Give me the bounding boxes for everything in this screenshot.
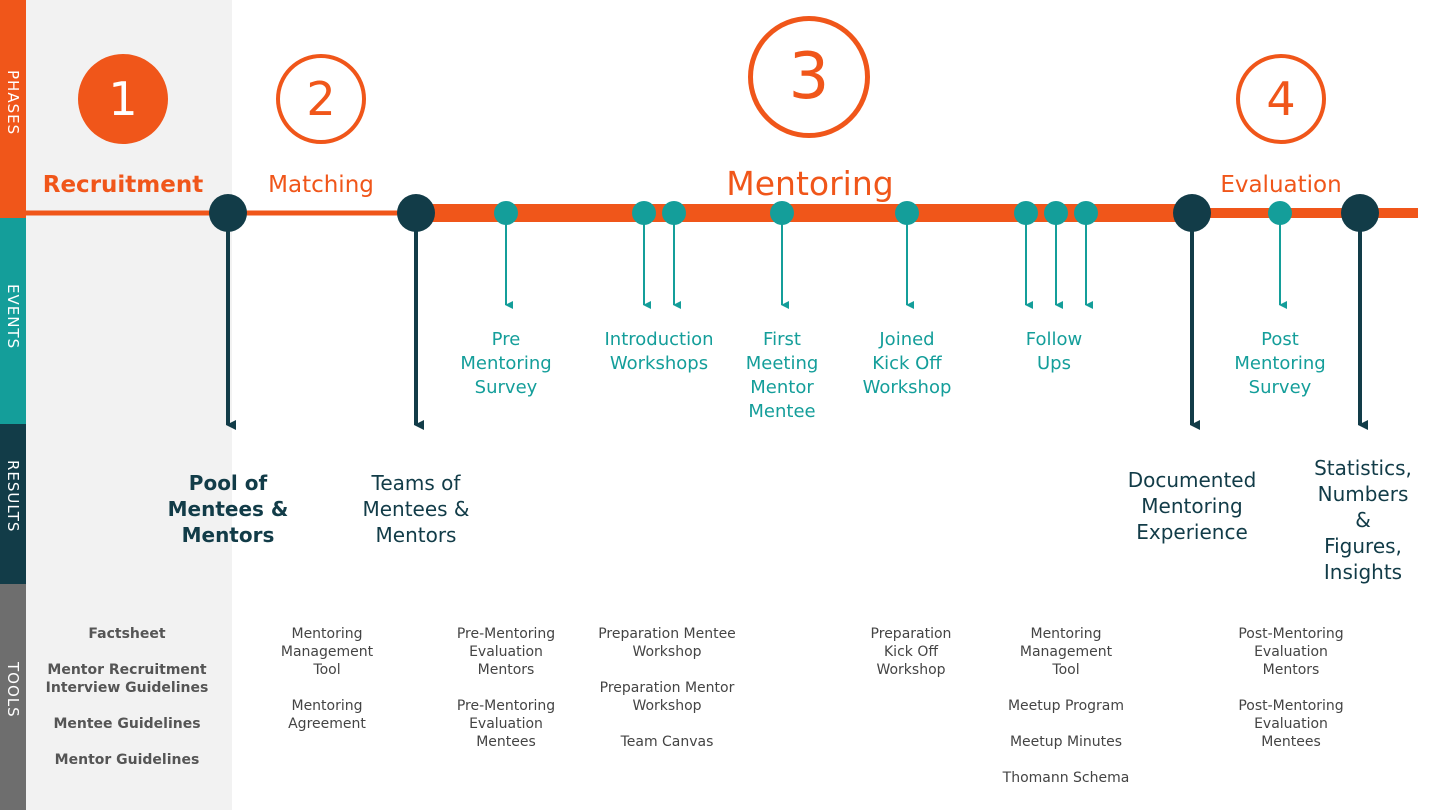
event-dot — [1014, 201, 1038, 225]
tool-item: Pre-Mentoring Evaluation Mentees — [456, 698, 556, 750]
phase-3-circle: 3 — [748, 16, 870, 138]
milestone-dot — [397, 194, 435, 232]
event-dot — [494, 201, 518, 225]
event-dot — [1268, 201, 1292, 225]
event-label-pre-mentoring-survey: Pre Mentoring Survey — [460, 329, 552, 398]
event-dot — [1074, 201, 1098, 225]
event-label-post-mentoring-survey: Post Mentoring Survey — [1234, 329, 1326, 398]
event-arrows — [505, 213, 1287, 309]
result-label-teams: Teams of Mentees & Mentors — [362, 471, 470, 547]
tool-item: Meetup Minutes — [1009, 734, 1123, 750]
phase-4-label: Evaluation — [1220, 172, 1342, 198]
event-dot — [1044, 201, 1068, 225]
tool-item: Post-Mentoring Evaluation Mentees — [1238, 698, 1344, 750]
tool-item: Meetup Program — [1007, 698, 1125, 714]
result-label-pool: Pool of Mentees & Mentors — [167, 471, 289, 547]
event-dot — [632, 201, 656, 225]
event-label-kick-off-workshop: Joined Kick Off Workshop — [862, 329, 952, 398]
phase-3-number: 3 — [788, 40, 830, 114]
event-label-introduction-workshops: Introduction Workshops — [604, 329, 714, 374]
phase-1-number: 1 — [108, 72, 138, 126]
band-results: RESULTS — [0, 424, 26, 584]
tool-item: Thomann Schema — [1002, 770, 1130, 786]
band-phases: PHASES — [0, 0, 26, 218]
tool-item: Mentor Recruitment Interview Guidelines — [45, 662, 209, 696]
phase-2-number: 2 — [306, 72, 336, 126]
band-tools: TOOLS — [0, 584, 26, 810]
tool-item: Team Canvas — [620, 734, 714, 750]
tool-item: Mentoring Management Tool — [1019, 626, 1113, 678]
milestone-arrows — [226, 213, 1368, 430]
result-label-documented: Documented Mentoring Experience — [1127, 468, 1257, 544]
milestone-dot — [1173, 194, 1211, 232]
tool-item: Preparation Kick Off Workshop — [870, 626, 952, 678]
phase-4-number: 4 — [1266, 72, 1296, 126]
result-label-statistics: Statistics, Numbers & Figures, Insights — [1314, 456, 1412, 584]
phase-1-circle: 1 — [78, 54, 168, 144]
phase-4-circle: 4 — [1236, 54, 1326, 144]
tool-item: Factsheet — [88, 626, 166, 642]
event-dot — [770, 201, 794, 225]
tool-item: Preparation Mentee Workshop — [598, 626, 736, 660]
tool-item: Preparation Mentor Workshop — [599, 680, 735, 714]
event-label-follow-ups: Follow Ups — [1025, 329, 1083, 374]
milestone-dot — [209, 194, 247, 232]
tool-item: Pre-Mentoring Evaluation Mentors — [456, 626, 556, 678]
tool-item: Mentor Guidelines — [54, 752, 200, 768]
milestone-dot — [1341, 194, 1379, 232]
tool-item: Mentee Guidelines — [53, 716, 201, 732]
event-label-first-meeting: First Meeting Mentor Mentee — [745, 329, 819, 422]
event-dots — [494, 201, 1292, 225]
event-dot — [895, 201, 919, 225]
band-events: EVENTS — [0, 218, 26, 424]
phase-2-label: Matching — [268, 172, 374, 198]
tool-item: Post-Mentoring Evaluation Mentors — [1238, 626, 1344, 678]
event-dot — [662, 201, 686, 225]
tool-item: Mentoring Agreement — [288, 698, 366, 732]
tools-column-kick-off: Preparation Kick Off Workshop — [826, 625, 996, 697]
phase-1-label: Recruitment — [42, 172, 204, 198]
phase-3-label: Mentoring — [726, 164, 894, 203]
phase-2-circle: 2 — [276, 54, 366, 144]
milestone-dots — [209, 194, 1379, 232]
tool-item: Mentoring Management Tool — [280, 626, 374, 678]
